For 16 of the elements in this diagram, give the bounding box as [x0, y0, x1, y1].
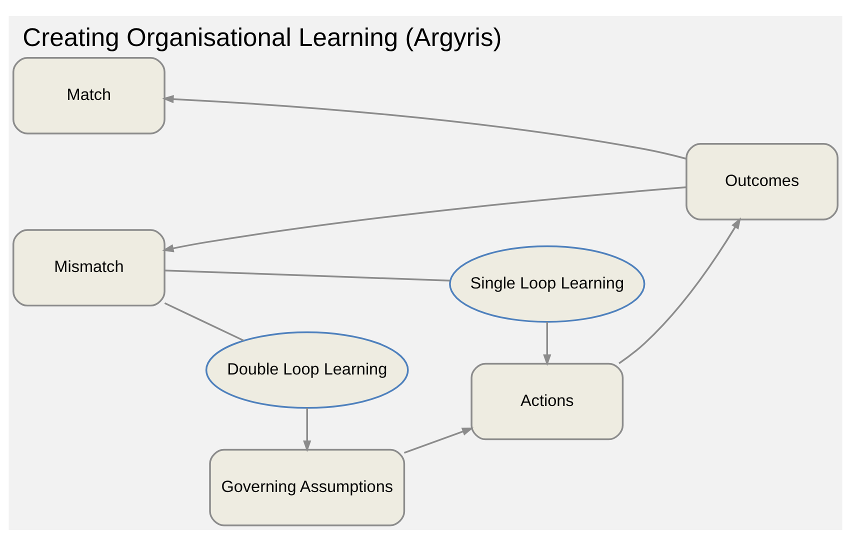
node-box: Mismatch [12, 228, 166, 306]
node-ellipse: Double Loop Learning [205, 330, 409, 408]
node-box: Governing Assumptions [209, 448, 406, 526]
node-ellipse: Single Loop Learning [449, 244, 646, 322]
connector [164, 302, 244, 341]
diagram-title: Creating Organisational Learning (Argyris) [22, 23, 502, 52]
connector [164, 269, 450, 281]
node-box: Actions [470, 362, 624, 440]
arrow [618, 216, 742, 364]
arrow [162, 186, 686, 252]
arrow [543, 321, 552, 366]
arrow [404, 427, 474, 454]
node-box: Match [12, 56, 166, 134]
arrow [162, 94, 686, 160]
arrow [303, 407, 312, 452]
node-box: Outcomes [686, 142, 838, 220]
